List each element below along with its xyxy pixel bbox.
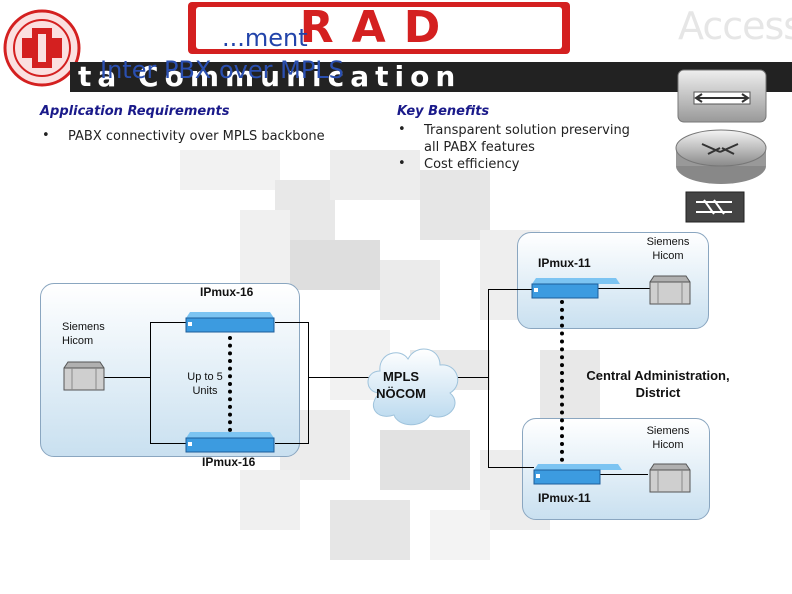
right-top-pbx-server-icon [649,275,691,305]
link-line [275,443,309,444]
link-line [488,467,534,468]
app-requirements-heading: Application Requirements [40,104,230,119]
header-banner: ta Communication [70,60,792,93]
brand-logo-text: RAD [299,2,459,53]
right-top-mux-icon [531,278,620,299]
link-line [488,289,532,290]
link-line [102,377,150,378]
link-line [308,377,370,378]
mpls-cloud-icon [367,348,459,426]
link-line [488,289,489,467]
company-seal-logo [3,9,81,87]
key-benefit-item: • Cost efficiency [398,156,520,172]
right-bottom-pbx-server-icon [649,463,691,493]
link-line [150,322,151,443]
units-label: Up to 5 Units [187,371,223,397]
right-bottom-mux-icon [533,464,622,485]
left-mux-bottom-label: IPmux-16 [202,455,256,469]
app-requirement-item: • PABX connectivity over MPLS backbone [42,128,325,144]
link-line [452,377,488,378]
brand-logo-box: RAD [188,2,570,54]
left-mux-top-label: IPmux-16 [200,285,254,299]
mpls-cloud-label: MPLS NÖCOM [376,369,426,401]
left-pbx-server-icon [63,361,105,391]
link-line [150,443,186,444]
link-line [150,322,186,323]
right-bottom-mux-label: IPmux-11 [538,491,591,505]
right-top-mux-label: IPmux-11 [538,256,591,270]
central-administration-label: Central Administration, District [586,368,730,400]
link-line [594,288,650,289]
key-benefits-heading: Key Benefits [397,104,490,119]
left-pbx-label: Siemens Hicom [62,321,105,347]
page-title-line2: Inter PBX over MPLS [100,56,344,84]
link-line [275,322,309,323]
left-mux-bottom-icon [185,432,275,453]
link-line [596,474,648,475]
brand-access-text: Access [678,4,792,48]
page-title-line1: ...ment [222,24,308,52]
router-icon [675,129,767,184]
dotted-link [228,336,232,432]
banner-text: ta Communication [78,60,462,93]
link-line [308,322,309,443]
switch-icon [677,69,767,123]
right-bottom-pbx-label: Siemens Hicom [646,425,690,451]
right-top-pbx-label: Siemens Hicom [646,236,690,262]
key-benefit-item: • Transparent solution preserving all PA… [398,122,630,155]
left-mux-top-icon [185,312,275,333]
atm-switch-icon [685,191,745,223]
dotted-link [560,300,564,462]
